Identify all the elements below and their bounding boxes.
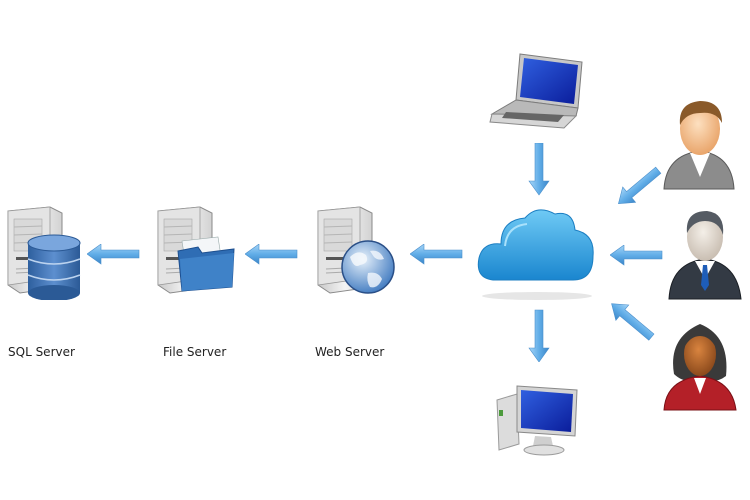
database-server-icon <box>7 206 81 300</box>
businesswoman-icon <box>663 324 737 411</box>
user-casual-node <box>660 95 740 190</box>
arrow-user-casual-to-cloud <box>611 162 663 205</box>
laptop-icon <box>489 53 583 129</box>
folder-server-icon <box>157 206 235 294</box>
arrow-laptop-to-cloud <box>528 143 550 196</box>
businessman-icon <box>668 211 742 300</box>
cloud-node <box>475 200 600 305</box>
arrow-cloud-to-web <box>410 244 463 265</box>
sql-server-node <box>0 205 85 300</box>
cloud-icon <box>477 209 594 300</box>
user-icon <box>663 101 735 190</box>
arrow-desktop-to-cloud <box>528 309 550 362</box>
sql-server-label: SQL Server <box>8 345 75 359</box>
arrow-file-to-sql <box>87 244 140 265</box>
desktop-computer-icon <box>496 385 578 456</box>
file-server-label: File Server <box>163 345 227 359</box>
file-server-node <box>150 205 240 300</box>
user-business-node <box>665 205 745 300</box>
web-server-label: Web Server <box>315 345 385 359</box>
arrow-user-woman-to-cloud <box>610 295 659 345</box>
desktop-node <box>495 380 585 460</box>
laptop-node <box>488 52 588 132</box>
arrow-web-to-file <box>245 244 298 265</box>
arrow-user-business-to-cloud <box>610 245 663 266</box>
globe-server-icon <box>317 206 395 294</box>
web-server-node <box>310 205 400 300</box>
user-woman-node <box>660 318 740 413</box>
